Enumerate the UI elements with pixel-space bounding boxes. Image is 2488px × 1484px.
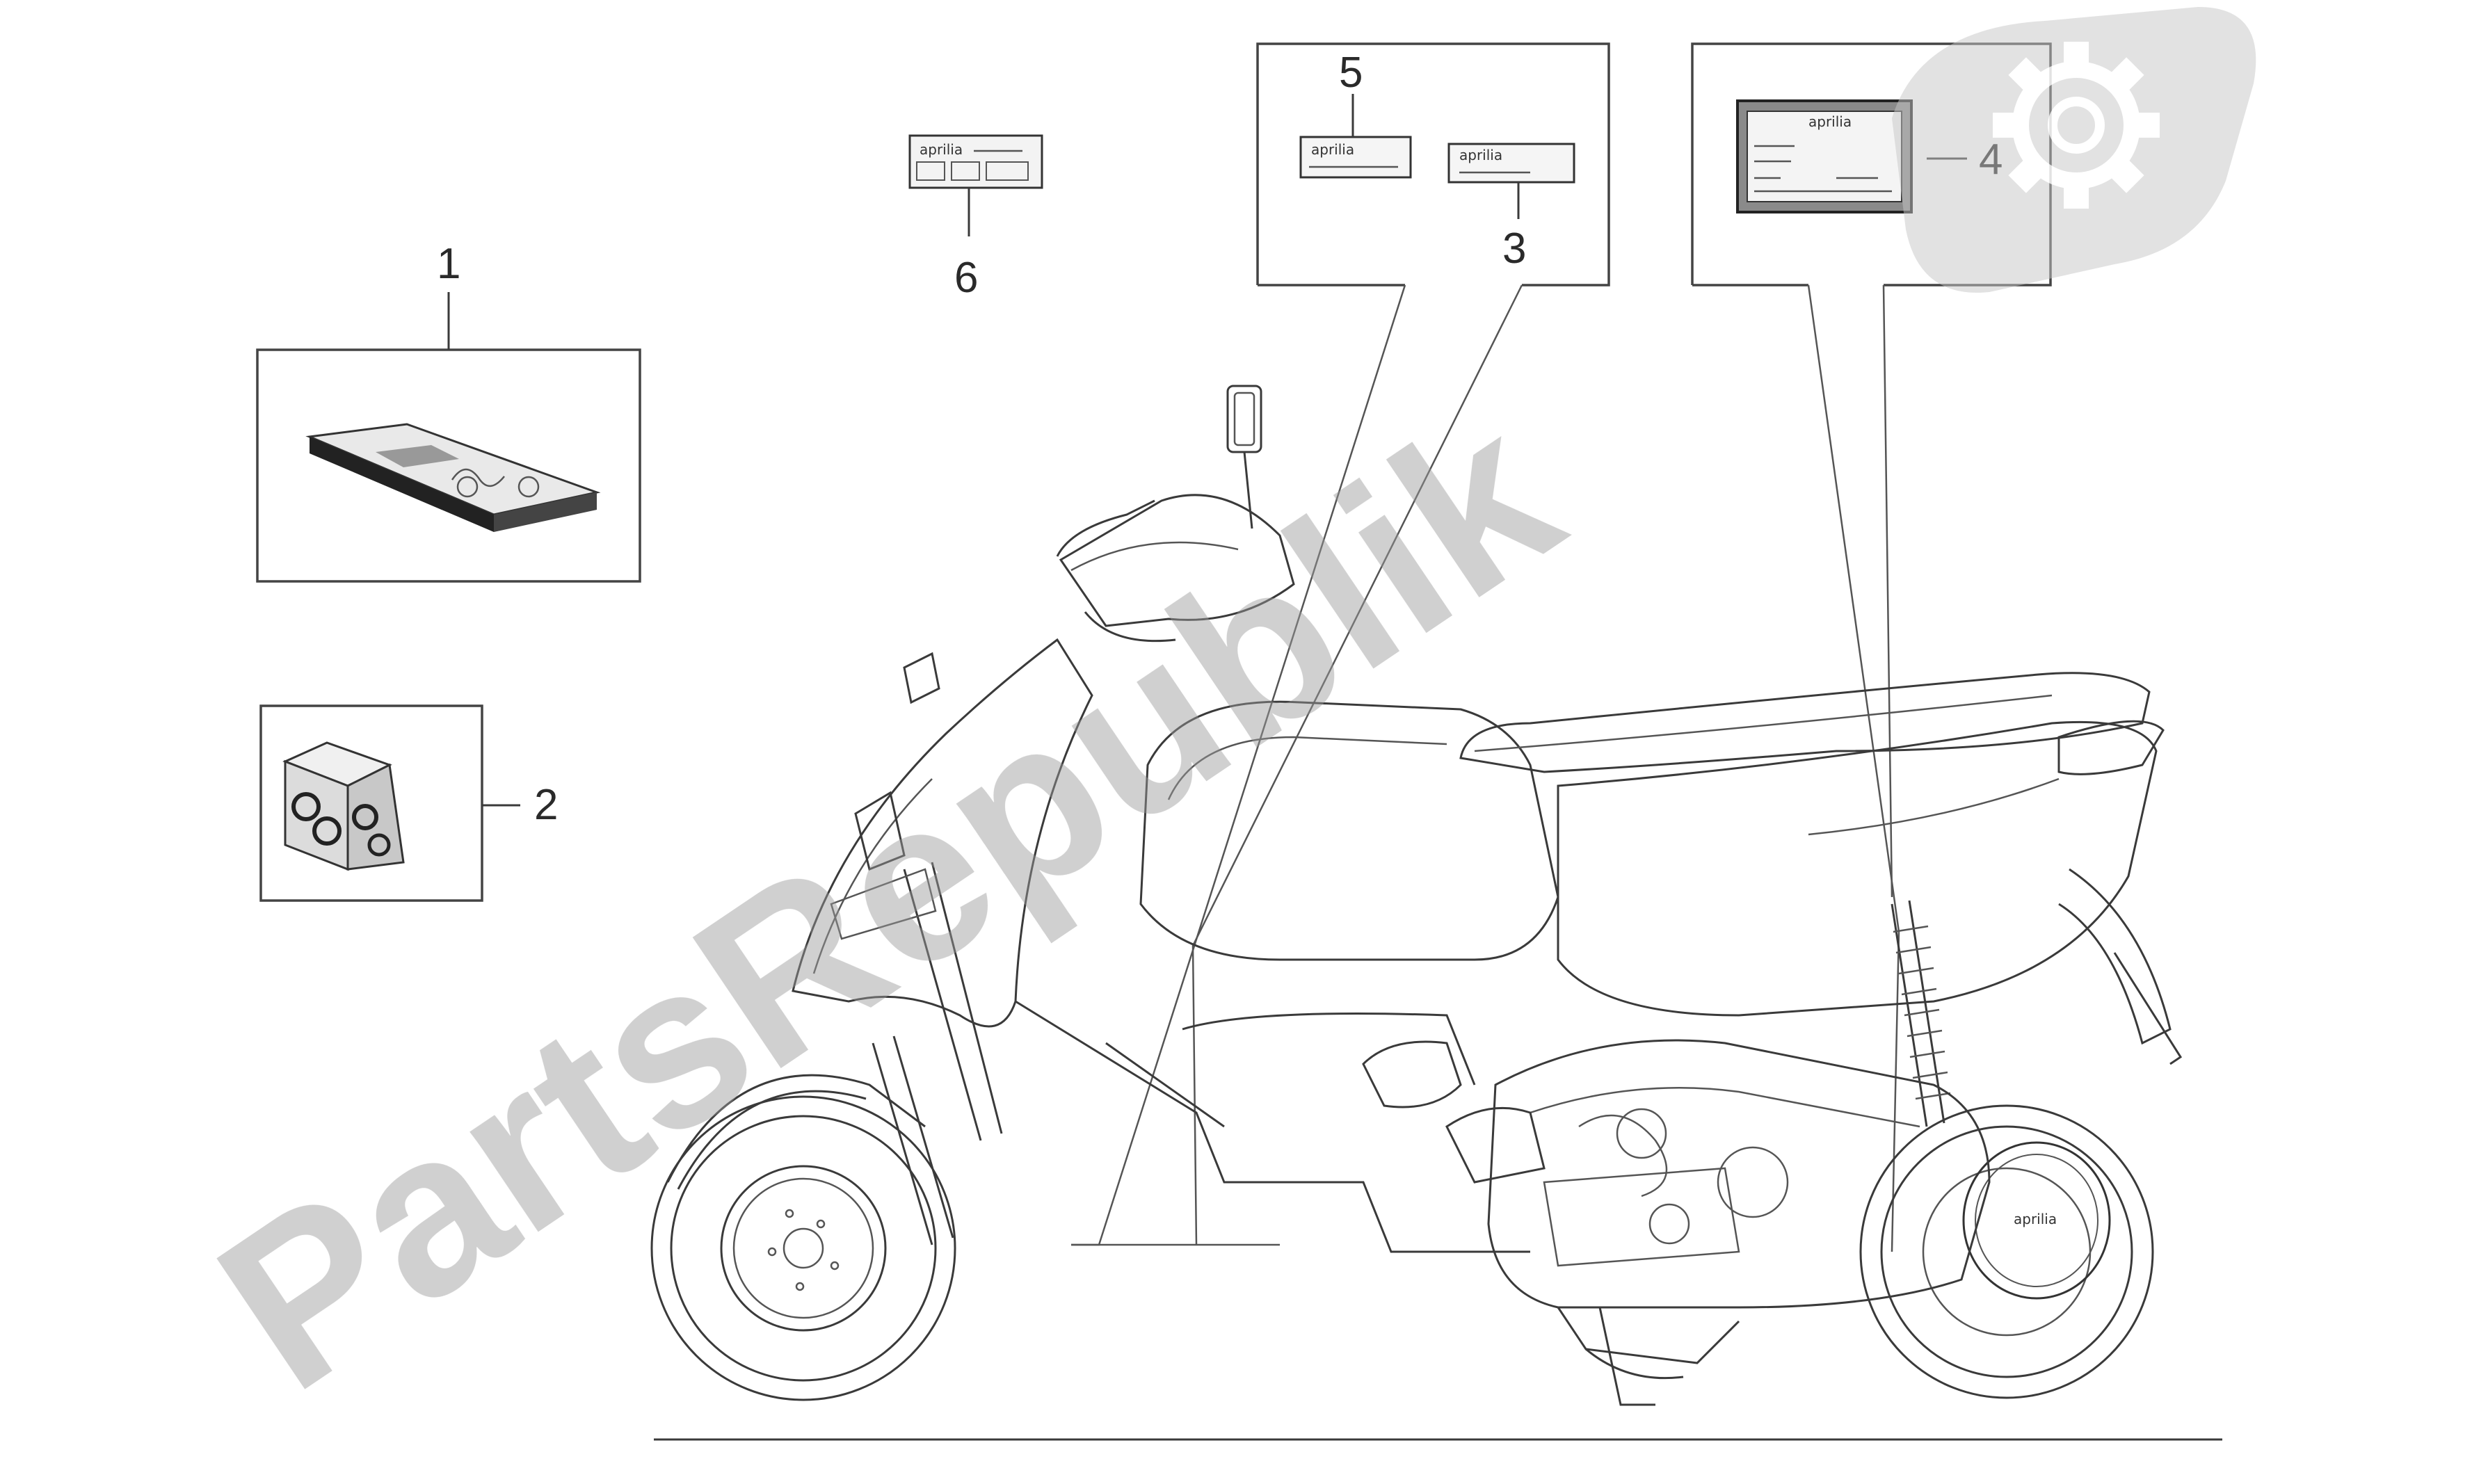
- watermark: PartsRepublik: [176, 7, 2256, 1439]
- callout-6: 6: [954, 254, 978, 302]
- variator-brand: aprilia: [2014, 1211, 2057, 1227]
- part-6-label[interactable]: aprilia: [908, 134, 1043, 189]
- callout-3: 3: [1502, 225, 1526, 273]
- part-5-brand: aprilia: [1311, 141, 1354, 158]
- part-6-brand: aprilia: [920, 141, 963, 158]
- part-5-label[interactable]: aprilia: [1299, 136, 1412, 179]
- scooter-leaders: [1071, 284, 1900, 1252]
- scooter-drawing: aprilia: [650, 385, 2222, 1441]
- callout-1: 1: [437, 240, 460, 288]
- part-4-brand: aprilia: [1808, 113, 1852, 130]
- callout-5: 5: [1339, 49, 1363, 97]
- part-3-label[interactable]: aprilia: [1447, 143, 1575, 184]
- part-4-plate[interactable]: aprilia: [1736, 99, 1913, 213]
- part-1-manual[interactable]: [256, 348, 641, 583]
- part-2-document-kit[interactable]: [259, 704, 483, 902]
- callout-2: 2: [534, 781, 558, 829]
- gear-icon: [1993, 42, 2160, 209]
- part-3-brand: aprilia: [1459, 147, 1502, 163]
- frame-parts-3-5: [1256, 42, 1610, 287]
